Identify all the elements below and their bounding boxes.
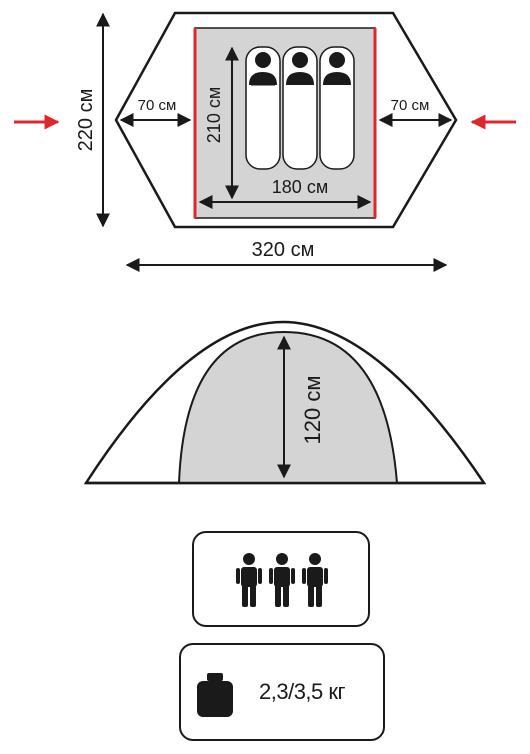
sleeping-bag — [245, 46, 281, 170]
capacity-card — [192, 531, 370, 627]
three-persons-icon — [236, 553, 328, 607]
plan-view: 210 см 180 см 70 см 70 см 220 см 320 см — [14, 11, 516, 272]
weight-value: 2,3/3,5 кг — [259, 679, 346, 704]
inner-width-label: 180 см — [272, 177, 328, 197]
height-label: 120 см — [300, 376, 325, 445]
weight-icon — [197, 673, 233, 717]
vestibule-right-label: 70 см — [391, 97, 430, 114]
sleeping-bag — [282, 46, 318, 170]
side-view: 120 см — [83, 320, 487, 485]
inner-length-label: 210 см — [204, 87, 224, 143]
vestibule-left-label: 70 см — [138, 97, 177, 114]
weight-card: 2,3/3,5 кг — [179, 643, 385, 741]
total-depth-label: 220 см — [75, 89, 97, 152]
total-width-label: 320 см — [252, 239, 315, 261]
sleeping-bag — [319, 46, 355, 170]
